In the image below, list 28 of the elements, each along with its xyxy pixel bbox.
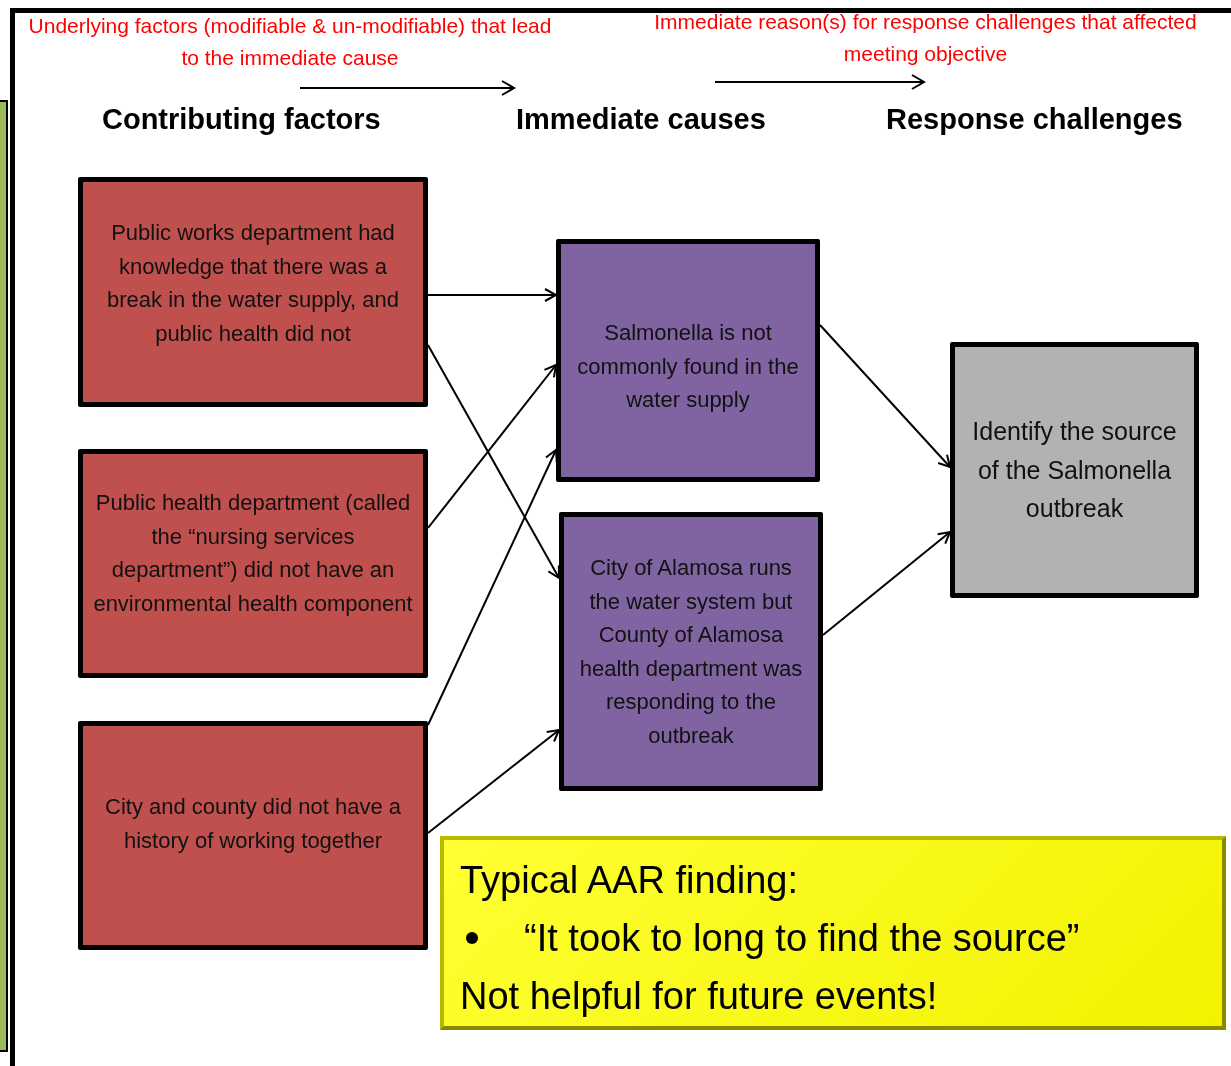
box-text: Public health department (called the “nursing services department”) did not have an environmental health component bbox=[93, 489, 413, 618]
factor-box bbox=[78, 449, 428, 678]
callout-text: Not helpful for future events! bbox=[460, 974, 939, 1019]
arrow bbox=[427, 449, 558, 726]
box-text: Identify the source of the Salmonella outbreak bbox=[971, 416, 1178, 525]
callout-text: “It took to long to find the source” bbox=[524, 916, 1080, 961]
arrow bbox=[822, 531, 951, 636]
callout-text: Typical AAR finding: bbox=[460, 858, 799, 903]
column-heading: Immediate causes bbox=[516, 103, 766, 136]
arrow bbox=[427, 344, 560, 579]
factor-box bbox=[950, 342, 1199, 598]
arrow bbox=[427, 729, 560, 834]
box-text: Public works department had knowledge that there was a break in the water supply, and public health did not bbox=[106, 219, 400, 348]
arrow bbox=[427, 288, 557, 302]
box-text: City of Alamosa runs the water system but County of Alamosa health department was responding to the outbreak bbox=[578, 554, 804, 750]
column-heading: Contributing factors bbox=[102, 103, 381, 136]
factor-box bbox=[556, 239, 820, 482]
factor-box bbox=[78, 177, 428, 407]
callout-box bbox=[440, 836, 1226, 1030]
annotation-note: Immediate reason(s) for response challenges that affected meeting objective bbox=[653, 9, 1198, 67]
column-heading: Response challenges bbox=[886, 103, 1183, 136]
arrow bbox=[427, 364, 557, 529]
factor-box bbox=[78, 721, 428, 950]
factor-box bbox=[559, 512, 823, 791]
annotation-note: Underlying factors (modifiable & un-modifiable) that lead to the immediate cause bbox=[27, 13, 553, 71]
box-text: Salmonella is not commonly found in the water supply bbox=[576, 319, 800, 414]
arrow bbox=[819, 324, 951, 468]
box-text: City and county did not have a history of working together bbox=[104, 793, 402, 855]
